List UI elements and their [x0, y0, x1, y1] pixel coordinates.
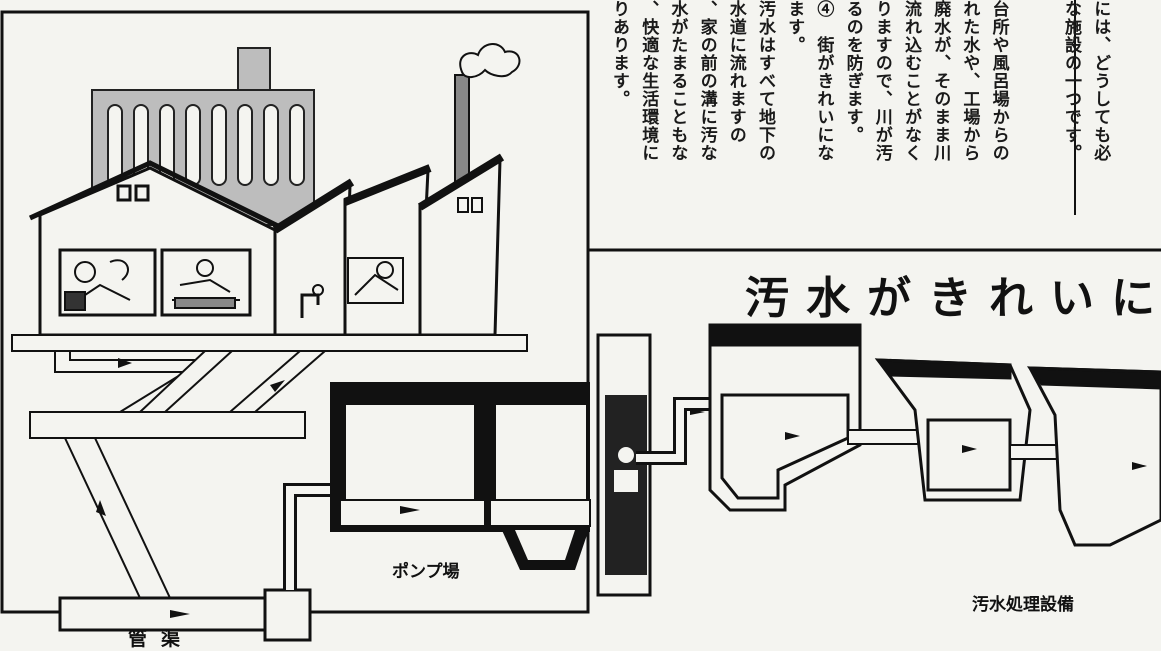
text-column: 廃水が、そのまま川: [930, 0, 951, 162]
sewer-pipe-label: 管渠: [128, 628, 195, 650]
ground-slab: [11, 334, 528, 352]
drain-pipes: [29, 350, 328, 599]
text-column: 、家の前の溝に汚な: [696, 0, 717, 162]
article-body: りあります。、快適な生活環境に水がたまることもな、家の前の溝に汚な水道に流れます…: [600, 0, 1160, 250]
text-column: 、快適な生活環境に: [638, 0, 659, 162]
sewer-main: [58, 483, 335, 642]
treatment-facility-label: 汚水処理設備: [972, 595, 1074, 615]
factory-buildings: [272, 153, 505, 337]
house-window-scenes: [64, 259, 240, 311]
flow-arrow-sewer: [170, 610, 190, 618]
treatment-tank-1: [708, 323, 862, 512]
treatment-tank-3: [1026, 366, 1161, 547]
text-column: 流れ込むことがなく: [901, 0, 921, 162]
flow-arrows-town: [96, 358, 285, 516]
text-column: 水道に流れますの: [725, 0, 746, 144]
text-column: るのを防ぎます。: [842, 0, 863, 144]
factory-scene: [300, 261, 399, 318]
office-windows: [107, 104, 305, 186]
text-column: 汚水はすべて地下の: [755, 0, 775, 162]
text-column: 水がたまることもな: [667, 0, 688, 162]
text-column: ます。: [784, 0, 805, 54]
flow-arrows-treatment: [690, 409, 1147, 470]
treatment-tank-2: [874, 358, 1032, 502]
text-column: には、どうしても必: [1090, 0, 1111, 162]
text-column: ④ 街がきれいにな: [813, 0, 834, 162]
pump-station-label: ポンプ場: [392, 562, 460, 582]
text-column: れた水や、工場から: [959, 0, 980, 162]
connector-pipe-1: [847, 429, 919, 445]
headline: 汚水がきれいに: [745, 273, 1161, 324]
text-column: りあります。: [609, 0, 629, 108]
text-column: りますので、川が汚: [871, 0, 892, 162]
pump-station: [330, 333, 652, 597]
text-column: 台所や風呂場からの: [988, 0, 1009, 162]
text-column: な施設の一つです。: [1061, 0, 1081, 162]
